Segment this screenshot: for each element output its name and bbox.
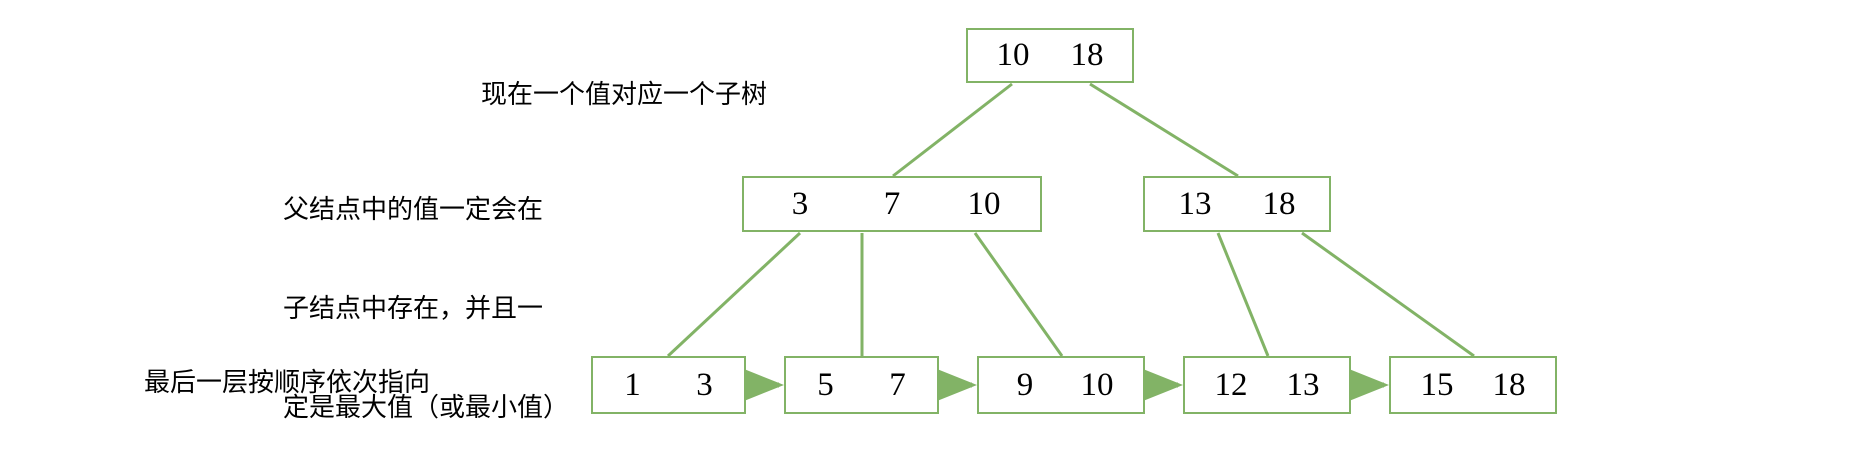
node-key: 15 xyxy=(1420,366,1454,403)
annotation-line: 最后一层按顺序依次指向 xyxy=(144,367,431,397)
annotation-top-note: 现在一个值对应一个子树 xyxy=(481,12,767,177)
node-key: 12 xyxy=(1214,366,1248,403)
node-key: 10 xyxy=(1080,366,1114,403)
edge-mid-left-to-leaf-2 xyxy=(973,232,1064,357)
node-key: 7 xyxy=(889,366,906,403)
root-to-children-edges xyxy=(892,82,1239,178)
mid-left-to-leaf-edges xyxy=(666,231,1064,358)
node-key: 18 xyxy=(1492,366,1526,403)
node-key: 3 xyxy=(791,185,809,222)
node-key: 3 xyxy=(696,366,713,403)
annotation-line: 定是最大值（或最小值） xyxy=(283,392,570,422)
mid-right-to-leaf-edges xyxy=(1216,231,1475,358)
node-key: 10 xyxy=(967,185,1001,222)
tree-node-internal-left[interactable]: 3 7 10 xyxy=(742,176,1042,232)
tree-node-leaf-1[interactable]: 5 7 xyxy=(784,356,939,414)
node-key: 18 xyxy=(1262,185,1296,222)
annotation-line: 现在一个值对应一个子树 xyxy=(481,79,768,109)
annotation-line: 父结点中的值一定会在 xyxy=(283,194,544,224)
edge-mid-left-to-leaf-0 xyxy=(666,231,802,358)
tree-node-leaf-0[interactable]: 1 3 xyxy=(591,356,746,414)
node-key: 7 xyxy=(883,185,901,222)
annotation-parent-note: 父结点中的值一定会在 子结点中存在，并且一 定是最大值（或最小值） 这里是最大值 xyxy=(283,127,569,450)
edge-mid-right-to-leaf-3 xyxy=(1216,232,1270,357)
edge-mid-right-to-leaf-4 xyxy=(1301,231,1475,358)
node-key: 13 xyxy=(1178,185,1212,222)
node-key: 1 xyxy=(624,366,641,403)
tree-node-leaf-2[interactable]: 9 10 xyxy=(977,356,1145,414)
node-key: 18 xyxy=(1070,37,1104,73)
node-key: 5 xyxy=(817,366,834,403)
node-key: 13 xyxy=(1286,366,1320,403)
node-key: 9 xyxy=(1016,366,1034,403)
tree-node-root[interactable]: 10 18 xyxy=(966,28,1134,83)
tree-node-leaf-3[interactable]: 12 13 xyxy=(1183,356,1351,414)
tree-node-internal-right[interactable]: 13 18 xyxy=(1143,176,1331,232)
tree-node-leaf-4[interactable]: 15 18 xyxy=(1389,356,1557,414)
annotation-leaf-note: 最后一层按顺序依次指向 下一个结点，就像链表一样 xyxy=(144,300,456,450)
edge-root-to-mid-left xyxy=(892,82,1013,178)
node-key: 10 xyxy=(996,37,1030,73)
edge-root-to-mid-right xyxy=(1089,82,1239,178)
annotation-line: 子结点中存在，并且一 xyxy=(283,293,544,323)
